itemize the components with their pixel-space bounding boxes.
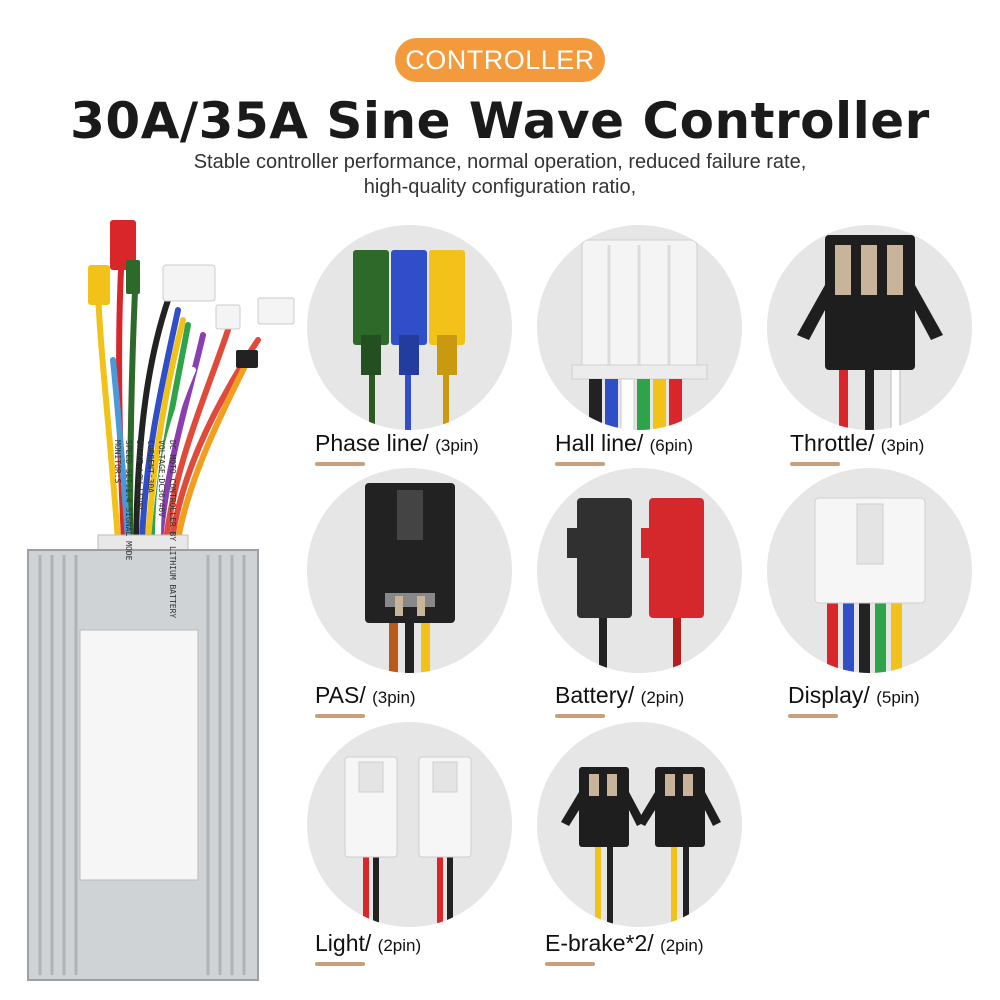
hall-line-connector-image (537, 225, 742, 430)
label-line: VOLTAGE:DC36/48V (157, 440, 166, 518)
connector-label-hall: Hall line/ (6pin) (555, 430, 694, 466)
connector-label-e-brake: E-brake*2/ (2pin) (545, 930, 704, 966)
connector-name: E-brake*2/ (545, 930, 654, 956)
category-badge: CONTROLLER (395, 38, 605, 82)
connector-label-pas: PAS/ (3pin) (315, 682, 416, 718)
controller-label: DC MOTO CONTROLLER BY LITHIUM BATTERY VO… (112, 440, 178, 680)
connector-name: Battery/ (555, 682, 635, 708)
connector-name: Throttle/ (790, 430, 875, 456)
connector-pins: (2pin) (377, 936, 422, 955)
pas-connector-image (307, 468, 512, 673)
light-connector-image (307, 722, 512, 927)
label-underline (788, 714, 838, 718)
connector-pins: (3pin) (372, 688, 416, 707)
label-underline (555, 462, 605, 466)
label-line: DC MOTO CONTROLLER BY LITHIUM BATTERY (168, 440, 177, 619)
connector-pins: (3pin) (880, 436, 925, 455)
connector-pins: (2pin) (640, 688, 685, 707)
label-line: SPEED SET:1.4 SIGNAL MODE (124, 440, 133, 561)
connector-pins: (3pin) (435, 436, 479, 455)
label-underline (545, 962, 595, 966)
label-underline (315, 714, 365, 718)
throttle-connector-image (767, 225, 972, 430)
label-underline (790, 462, 840, 466)
controller-product-image (18, 210, 300, 990)
label-line: MONITOR:S (113, 440, 122, 484)
connector-name: PAS/ (315, 682, 366, 708)
connector-label-battery: Battery/ (2pin) (555, 682, 685, 718)
connector-pins: (5pin) (876, 688, 920, 707)
label-underline (555, 714, 605, 718)
connector-label-light: Light/ (2pin) (315, 930, 422, 966)
connector-label-phase: Phase line/ (3pin) (315, 430, 479, 466)
connector-name: Display/ (788, 682, 870, 708)
subtitle-line: Stable controller performance, normal op… (193, 151, 807, 173)
connector-name: Phase line/ (315, 430, 429, 456)
label-line: BRAKE:LOW LEVEL (135, 440, 144, 513)
phase-line-connector-image (307, 225, 512, 430)
connector-pins: (6pin) (649, 436, 694, 455)
page-subtitle: Stable controller performance, normal op… (0, 150, 1000, 200)
connector-label-throttle: Throttle/ (3pin) (790, 430, 925, 466)
label-underline (315, 962, 365, 966)
connector-label-display: Display/ (5pin) (788, 682, 920, 718)
connector-name: Hall line/ (555, 430, 644, 456)
connector-name: Light/ (315, 930, 372, 956)
page-title: 30A/35A Sine Wave Controller (70, 92, 930, 150)
display-connector-image (767, 468, 972, 673)
connector-pins: (2pin) (660, 936, 704, 955)
label-underline (315, 462, 365, 466)
subtitle-line: high-quality configuration ratio, (363, 176, 637, 198)
battery-connector-image (537, 468, 742, 673)
e-brake-connector-image (537, 722, 742, 927)
label-line: CURRENT:30A (146, 440, 155, 493)
